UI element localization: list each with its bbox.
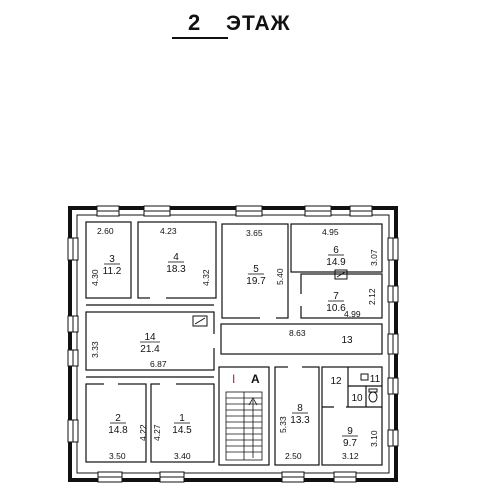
window-bottom-1 [97,471,123,483]
room-8: 8 13.3 [290,403,310,426]
room-area: 14.8 [108,425,128,436]
room-9: 9 9.7 [342,426,358,449]
window-left-1 [67,237,79,261]
window-right-1 [387,237,399,261]
dimension: 2.12 [367,288,377,305]
room-area: 14.5 [172,425,192,436]
window-top-2 [143,205,171,217]
room-number: 8 [297,403,303,414]
floor-number-underline [172,37,228,39]
dimension: 2.50 [285,451,302,461]
room-area: 19.7 [246,276,266,287]
dimension: 5.33 [278,416,288,433]
room-10: 10 [351,393,363,404]
switch-icon [334,269,348,280]
window-bottom-3 [281,471,305,483]
floor-title: 2 ЭТАЖ [150,6,370,40]
room-number: 11 [370,374,381,385]
dimension: 2.60 [97,226,114,236]
room-labels: 3 11.2 4 18.3 5 19.7 6 14.9 7 10.6 14 21… [103,245,381,449]
room-area: 13.3 [290,415,310,426]
dimension: 3.10 [369,430,379,447]
room-area: 18.3 [166,264,186,275]
room-3: 3 11.2 [103,254,122,277]
interior-walls [85,221,383,466]
windows [67,205,399,483]
dimension: 5.40 [275,268,285,285]
window-top-5 [349,205,373,217]
room-area: 21.4 [140,344,160,355]
window-bottom-4 [333,471,357,483]
dimension: 3.07 [369,249,379,266]
dimension: 3.65 [246,228,263,238]
window-right-3 [387,333,399,355]
room-area: 14.9 [326,257,346,268]
window-top-1 [96,205,120,217]
fixtures [192,269,378,403]
window-right-5 [387,429,399,447]
room-number: 4 [173,252,179,263]
stair-direction-arrow [248,397,258,458]
room-number: 12 [330,376,342,387]
room-11: 11 [370,374,381,385]
room-number: 14 [144,332,156,343]
room-7: 7 10.6 [326,291,346,314]
room-number: 7 [333,291,339,302]
electrical-panel-icon [192,315,208,327]
dimension: 4.22 [138,424,148,441]
window-left-3 [67,349,79,367]
window-right-4 [387,377,399,395]
room-number: 5 [253,264,259,275]
room-number: 13 [341,335,353,346]
room-number: 2 [115,413,121,424]
dimension: 3.50 [109,451,126,461]
room-6: 6 14.9 [326,245,346,268]
dimension: 4.99 [344,309,361,319]
room-number: 1 [179,413,185,424]
dimension: 4.95 [322,227,339,237]
dimension: 3.33 [90,341,100,358]
room-4: 4 18.3 [166,252,186,275]
toilet-icon [368,388,378,403]
room-number: 6 [333,245,339,256]
dimension-labels: 2.60 4.23 3.65 4.95 4.30 4.32 5.40 3.07 … [90,226,379,461]
window-bottom-2 [159,471,185,483]
window-left-4 [67,419,79,443]
dimension: 3.40 [174,451,191,461]
room-number: 9 [347,426,353,437]
room-area: 9.7 [343,438,357,449]
window-left-2 [67,315,79,333]
floor-number: 2 [188,10,201,35]
dimension: 8.63 [289,328,306,338]
dimension: 4.32 [201,269,211,286]
stair-mark: I [232,372,235,386]
room-14: 14 21.4 [140,332,160,355]
door-openings [104,294,346,409]
room-2: 2 14.8 [108,413,128,436]
sink-icon [360,373,369,381]
dimension: 4.30 [90,269,100,286]
dimension: 3.12 [342,451,359,461]
window-right-2 [387,285,399,303]
room-1: 1 14.5 [172,413,192,436]
staircase [225,391,263,461]
window-top-4 [304,205,332,217]
window-top-3 [235,205,263,217]
room-12: 12 [330,376,342,387]
dimension: 4.27 [152,424,162,441]
room-5: 5 19.7 [246,264,266,287]
room-area: 10.6 [326,303,346,314]
room-area: 11.2 [103,266,122,277]
stair-label: A [251,372,260,386]
room-13: 13 [341,335,353,346]
dimension: 4.23 [160,226,177,236]
room-number: 3 [109,254,115,265]
floor-word: ЭТАЖ [226,12,291,35]
dimension: 6.87 [150,359,167,369]
room-number: 10 [351,393,363,404]
